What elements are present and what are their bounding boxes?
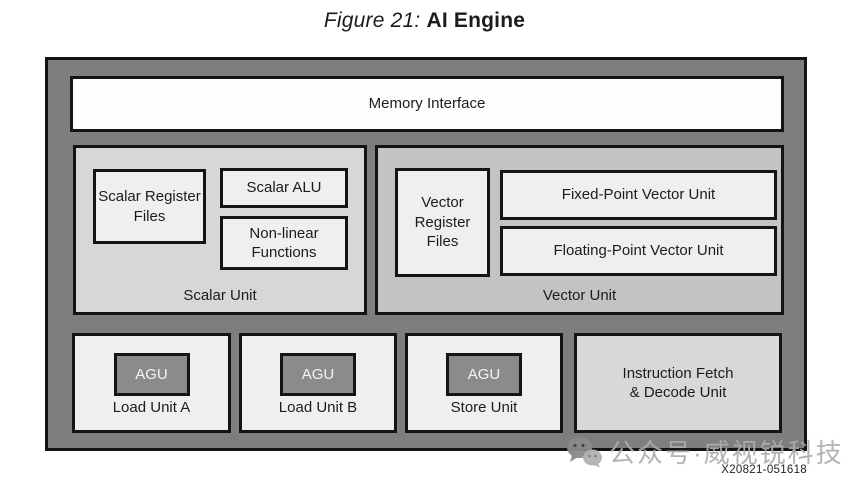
vector-unit-block: Vector Register Files Fixed-Point Vector… bbox=[375, 145, 784, 315]
store-unit-block: AGU Store Unit bbox=[405, 333, 563, 433]
load-unit-a-label: Load Unit A bbox=[112, 398, 191, 416]
load-unit-a-block: AGU Load Unit A bbox=[72, 333, 231, 433]
wechat-icon bbox=[567, 436, 602, 467]
agu-label: AGU bbox=[135, 365, 168, 383]
figure-name: AI Engine bbox=[426, 9, 526, 32]
agu-block: AGU bbox=[113, 353, 190, 396]
agu-block: AGU bbox=[446, 353, 522, 396]
fixed-point-vector-unit-label: Fixed-Point Vector Unit bbox=[561, 186, 716, 204]
instruction-fetch-line2: & Decode Unit bbox=[629, 384, 727, 401]
figure-title: Figure 21: AI Engine bbox=[0, 9, 849, 33]
vector-register-files-block: Vector Register Files bbox=[395, 168, 490, 277]
watermark-text: 公众号·威视锐科技 bbox=[609, 438, 844, 468]
floating-point-vector-unit-label: Floating-Point Vector Unit bbox=[553, 242, 724, 260]
agu-label: AGU bbox=[301, 365, 335, 383]
figure-id: X20821-051618 bbox=[721, 464, 807, 476]
load-unit-b-label: Load Unit B bbox=[278, 398, 358, 416]
memory-interface-label: Memory Interface bbox=[368, 95, 486, 113]
instruction-fetch-decode-block: Instruction Fetch & Decode Unit bbox=[574, 333, 782, 433]
agu-label: AGU bbox=[467, 365, 501, 383]
nonlinear-functions-block: Non-linear Functions bbox=[220, 216, 348, 270]
agu-block: AGU bbox=[280, 353, 356, 396]
watermark: 公众号·威视锐科技 bbox=[566, 433, 844, 470]
figure-number: Figure 21: bbox=[323, 9, 421, 32]
scalar-unit-label: Scalar Unit bbox=[183, 286, 257, 304]
scalar-register-files-label: Scalar Register Files bbox=[98, 188, 201, 225]
vector-register-files-label: Vector Register Files bbox=[414, 194, 471, 251]
scalar-unit-block: Scalar Register Files Scalar ALU Non-lin… bbox=[73, 145, 367, 315]
scalar-register-files-block: Scalar Register Files bbox=[93, 169, 206, 244]
memory-interface-block: Memory Interface bbox=[70, 76, 784, 132]
scalar-alu-block: Scalar ALU bbox=[220, 168, 348, 208]
vector-unit-label: Vector Unit bbox=[542, 286, 617, 304]
store-unit-label: Store Unit bbox=[450, 398, 518, 416]
scalar-alu-label: Scalar ALU bbox=[246, 179, 322, 197]
load-unit-b-block: AGU Load Unit B bbox=[239, 333, 397, 433]
floating-point-vector-unit-block: Floating-Point Vector Unit bbox=[500, 226, 777, 276]
nonlinear-functions-label: Non-linear Functions bbox=[249, 224, 319, 262]
fixed-point-vector-unit-block: Fixed-Point Vector Unit bbox=[500, 170, 777, 220]
instruction-fetch-line1: Instruction Fetch bbox=[622, 364, 734, 382]
